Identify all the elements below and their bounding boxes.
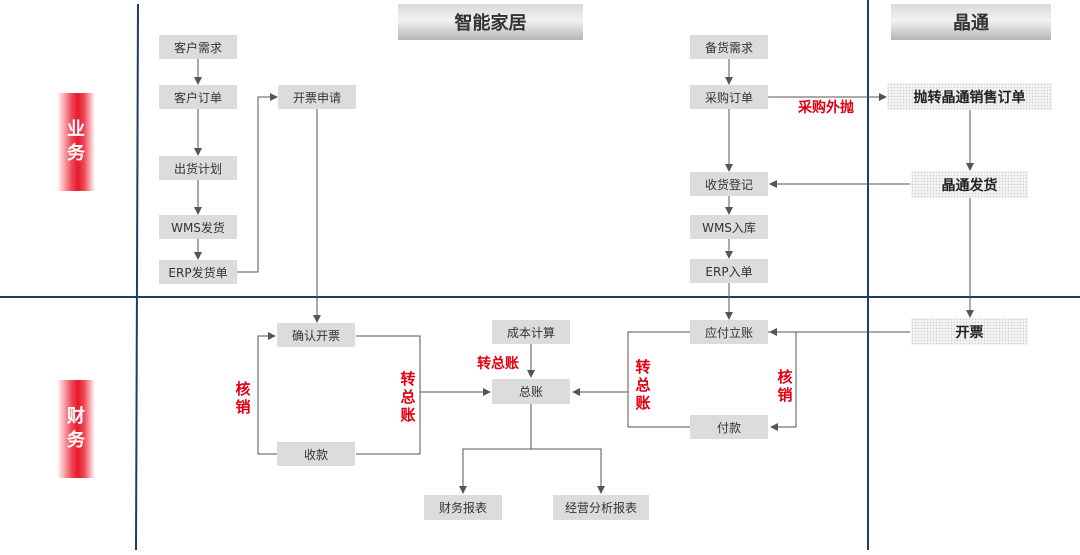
box-collection: 收款 bbox=[277, 442, 355, 466]
box-stock-demand: 备货需求 bbox=[690, 35, 768, 59]
label-outsourcing: 采购外抛 bbox=[798, 100, 854, 116]
box-cost-calc: 成本计算 bbox=[492, 320, 570, 344]
box-jt-shipping: 晶通发货 bbox=[911, 171, 1028, 198]
header-smart-home: 智能家居 bbox=[398, 4, 583, 40]
label-transfer-gl-left: 转总账 bbox=[400, 370, 416, 424]
box-erp-shipping-order: ERP发货单 bbox=[159, 260, 237, 284]
box-general-ledger: 总账 bbox=[492, 379, 570, 404]
label-verify-left: 核销 bbox=[235, 380, 251, 416]
box-financial-report: 财务报表 bbox=[424, 495, 502, 520]
lane-label-business-char2: 务 bbox=[67, 143, 85, 164]
box-shipping-plan: 出货计划 bbox=[159, 156, 237, 180]
box-wms-inbound: WMS入库 bbox=[690, 215, 768, 239]
box-customer-demand: 客户需求 bbox=[159, 35, 237, 59]
label-verify-right: 核销 bbox=[777, 368, 793, 404]
box-purchase-order: 采购订单 bbox=[690, 85, 768, 109]
lane-label-business: 业 务 bbox=[57, 93, 95, 191]
label-transfer-gl-right: 转总账 bbox=[635, 358, 651, 412]
box-invoice-request: 开票申请 bbox=[278, 85, 356, 109]
box-confirm-invoice: 确认开票 bbox=[277, 323, 355, 347]
box-payable: 应付立账 bbox=[690, 320, 768, 344]
lane-label-finance: 财 务 bbox=[57, 380, 95, 478]
box-customer-order: 客户订单 bbox=[159, 85, 237, 109]
lane-divider-left bbox=[135, 3, 139, 551]
box-business-report: 经营分析报表 bbox=[553, 495, 649, 520]
box-jt-invoice: 开票 bbox=[911, 318, 1028, 345]
lane-label-finance-char1: 财 bbox=[67, 406, 85, 427]
box-wms-shipping: WMS发货 bbox=[159, 215, 237, 239]
box-erp-inbound: ERP入单 bbox=[690, 259, 768, 283]
header-jingtong: 晶通 bbox=[891, 4, 1051, 40]
label-transfer-gl-center: 转总账 bbox=[477, 356, 519, 372]
lane-label-finance-char2: 务 bbox=[67, 430, 85, 451]
lane-label-business-char1: 业 bbox=[67, 119, 85, 140]
box-payment: 付款 bbox=[690, 415, 768, 439]
box-jt-sales-order: 抛转晶通销售订单 bbox=[887, 83, 1052, 110]
box-receiving-register: 收货登记 bbox=[690, 172, 768, 196]
